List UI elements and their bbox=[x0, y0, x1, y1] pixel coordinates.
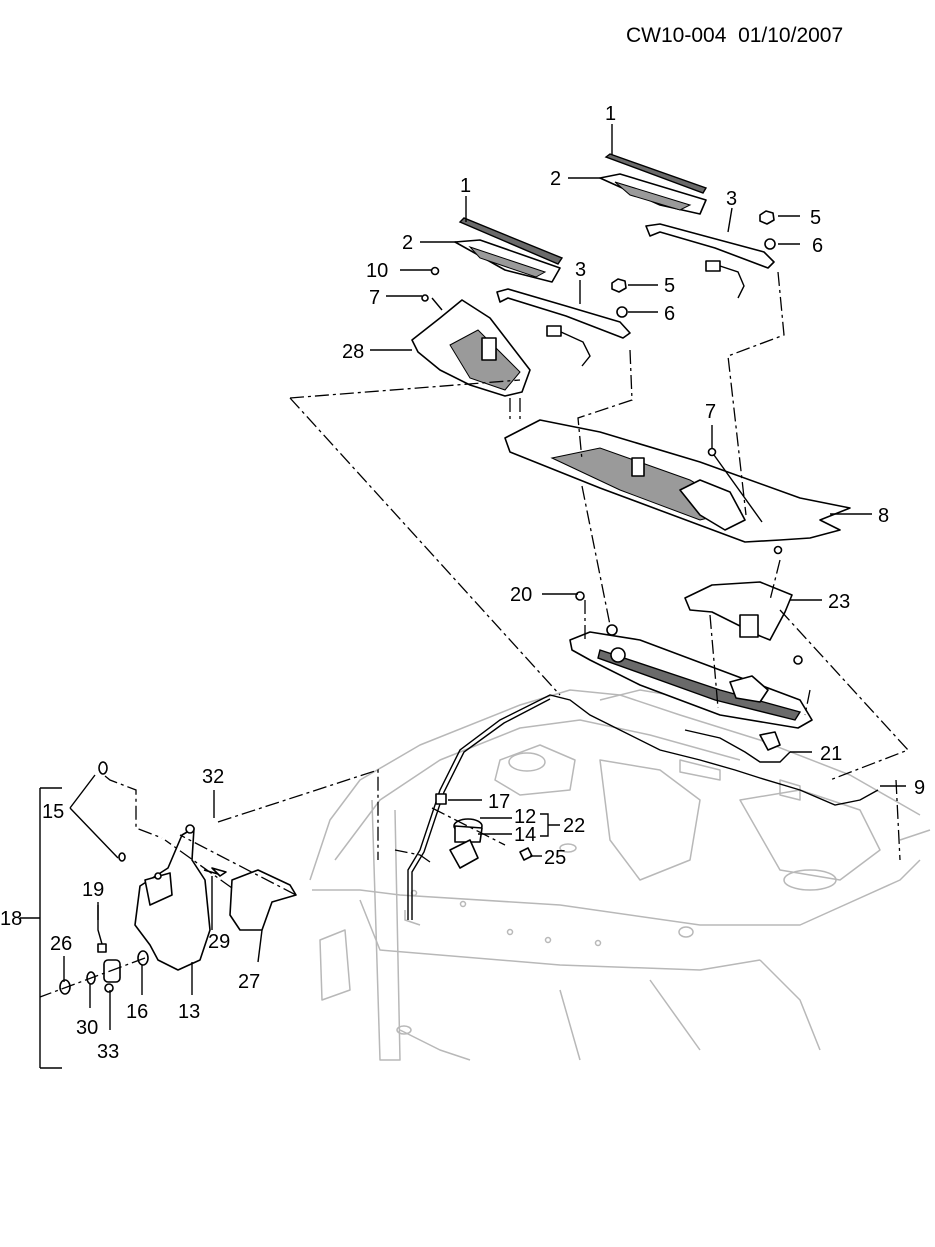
callout-22: 22 bbox=[563, 815, 585, 837]
callout-19: 19 bbox=[82, 879, 104, 901]
reservoir-bracket bbox=[229, 869, 297, 931]
callout-1b: 1 bbox=[460, 175, 471, 197]
wiper-blade-insert-right bbox=[604, 153, 708, 194]
callout-2a: 2 bbox=[550, 168, 561, 190]
callout-28: 28 bbox=[342, 341, 364, 363]
callout-9: 9 bbox=[914, 777, 925, 799]
alignment-lines bbox=[39, 271, 910, 998]
wiper-nut-right bbox=[759, 210, 776, 250]
wiper-blade-left bbox=[454, 239, 561, 283]
cowl-vent-panel bbox=[504, 419, 851, 543]
callout-7a: 7 bbox=[369, 287, 380, 309]
callout-13: 13 bbox=[178, 1001, 200, 1023]
callout-26: 26 bbox=[50, 933, 72, 955]
callout-12: 12 bbox=[514, 806, 536, 828]
callout-29: 29 bbox=[208, 931, 230, 953]
callout-33: 33 bbox=[97, 1041, 119, 1063]
callout-23: 23 bbox=[828, 591, 850, 613]
leader-lines bbox=[20, 124, 906, 1069]
washer-reservoir bbox=[134, 824, 211, 971]
document-id: CW10-004 01/10/2007 bbox=[626, 24, 843, 48]
callout-5a: 5 bbox=[810, 207, 821, 229]
washer-hose bbox=[407, 694, 879, 920]
callout-7b: 7 bbox=[705, 401, 716, 423]
callout-3a: 3 bbox=[726, 188, 737, 210]
callout-21: 21 bbox=[820, 743, 842, 765]
cowl-side-panel bbox=[411, 266, 531, 397]
callout-labels: 1 2 3 5 6 1 2 3 5 6 10 7 28 7 8 20 23 21… bbox=[0, 103, 925, 1063]
wiper-motor-harness bbox=[684, 729, 791, 763]
callout-3b: 3 bbox=[575, 259, 586, 281]
wiper-linkage-assembly bbox=[569, 591, 813, 729]
document-date: 01/10/2007 bbox=[738, 24, 844, 47]
wiper-blade-insert-left bbox=[458, 217, 564, 265]
wiper-motor-cover bbox=[684, 545, 793, 641]
washer-nozzle-connector-left bbox=[546, 325, 591, 367]
callout-2b: 2 bbox=[402, 232, 413, 254]
callout-10: 10 bbox=[366, 260, 388, 282]
callout-25: 25 bbox=[544, 847, 566, 869]
washer-nozzle-connector-right bbox=[705, 260, 745, 299]
callout-30: 30 bbox=[76, 1017, 98, 1039]
callout-5b: 5 bbox=[664, 275, 675, 297]
wiper-arm-left bbox=[496, 288, 631, 339]
wiper-arm-right bbox=[645, 223, 775, 269]
wiper-nut-left bbox=[611, 278, 628, 318]
callout-8: 8 bbox=[878, 505, 889, 527]
callout-32: 32 bbox=[202, 766, 224, 788]
callout-17: 17 bbox=[488, 791, 510, 813]
document-code: CW10-004 bbox=[626, 24, 727, 47]
callout-14: 14 bbox=[514, 824, 536, 846]
callout-15: 15 bbox=[42, 801, 64, 823]
callout-27: 27 bbox=[238, 971, 260, 993]
callout-16: 16 bbox=[126, 1001, 148, 1023]
callout-1a: 1 bbox=[605, 103, 616, 125]
wiper-blade-right bbox=[599, 173, 707, 215]
callout-6b: 6 bbox=[664, 303, 675, 325]
callout-20: 20 bbox=[510, 584, 532, 606]
callout-18: 18 bbox=[0, 908, 22, 930]
washer-pump bbox=[59, 761, 227, 995]
callout-6a: 6 bbox=[812, 235, 823, 257]
